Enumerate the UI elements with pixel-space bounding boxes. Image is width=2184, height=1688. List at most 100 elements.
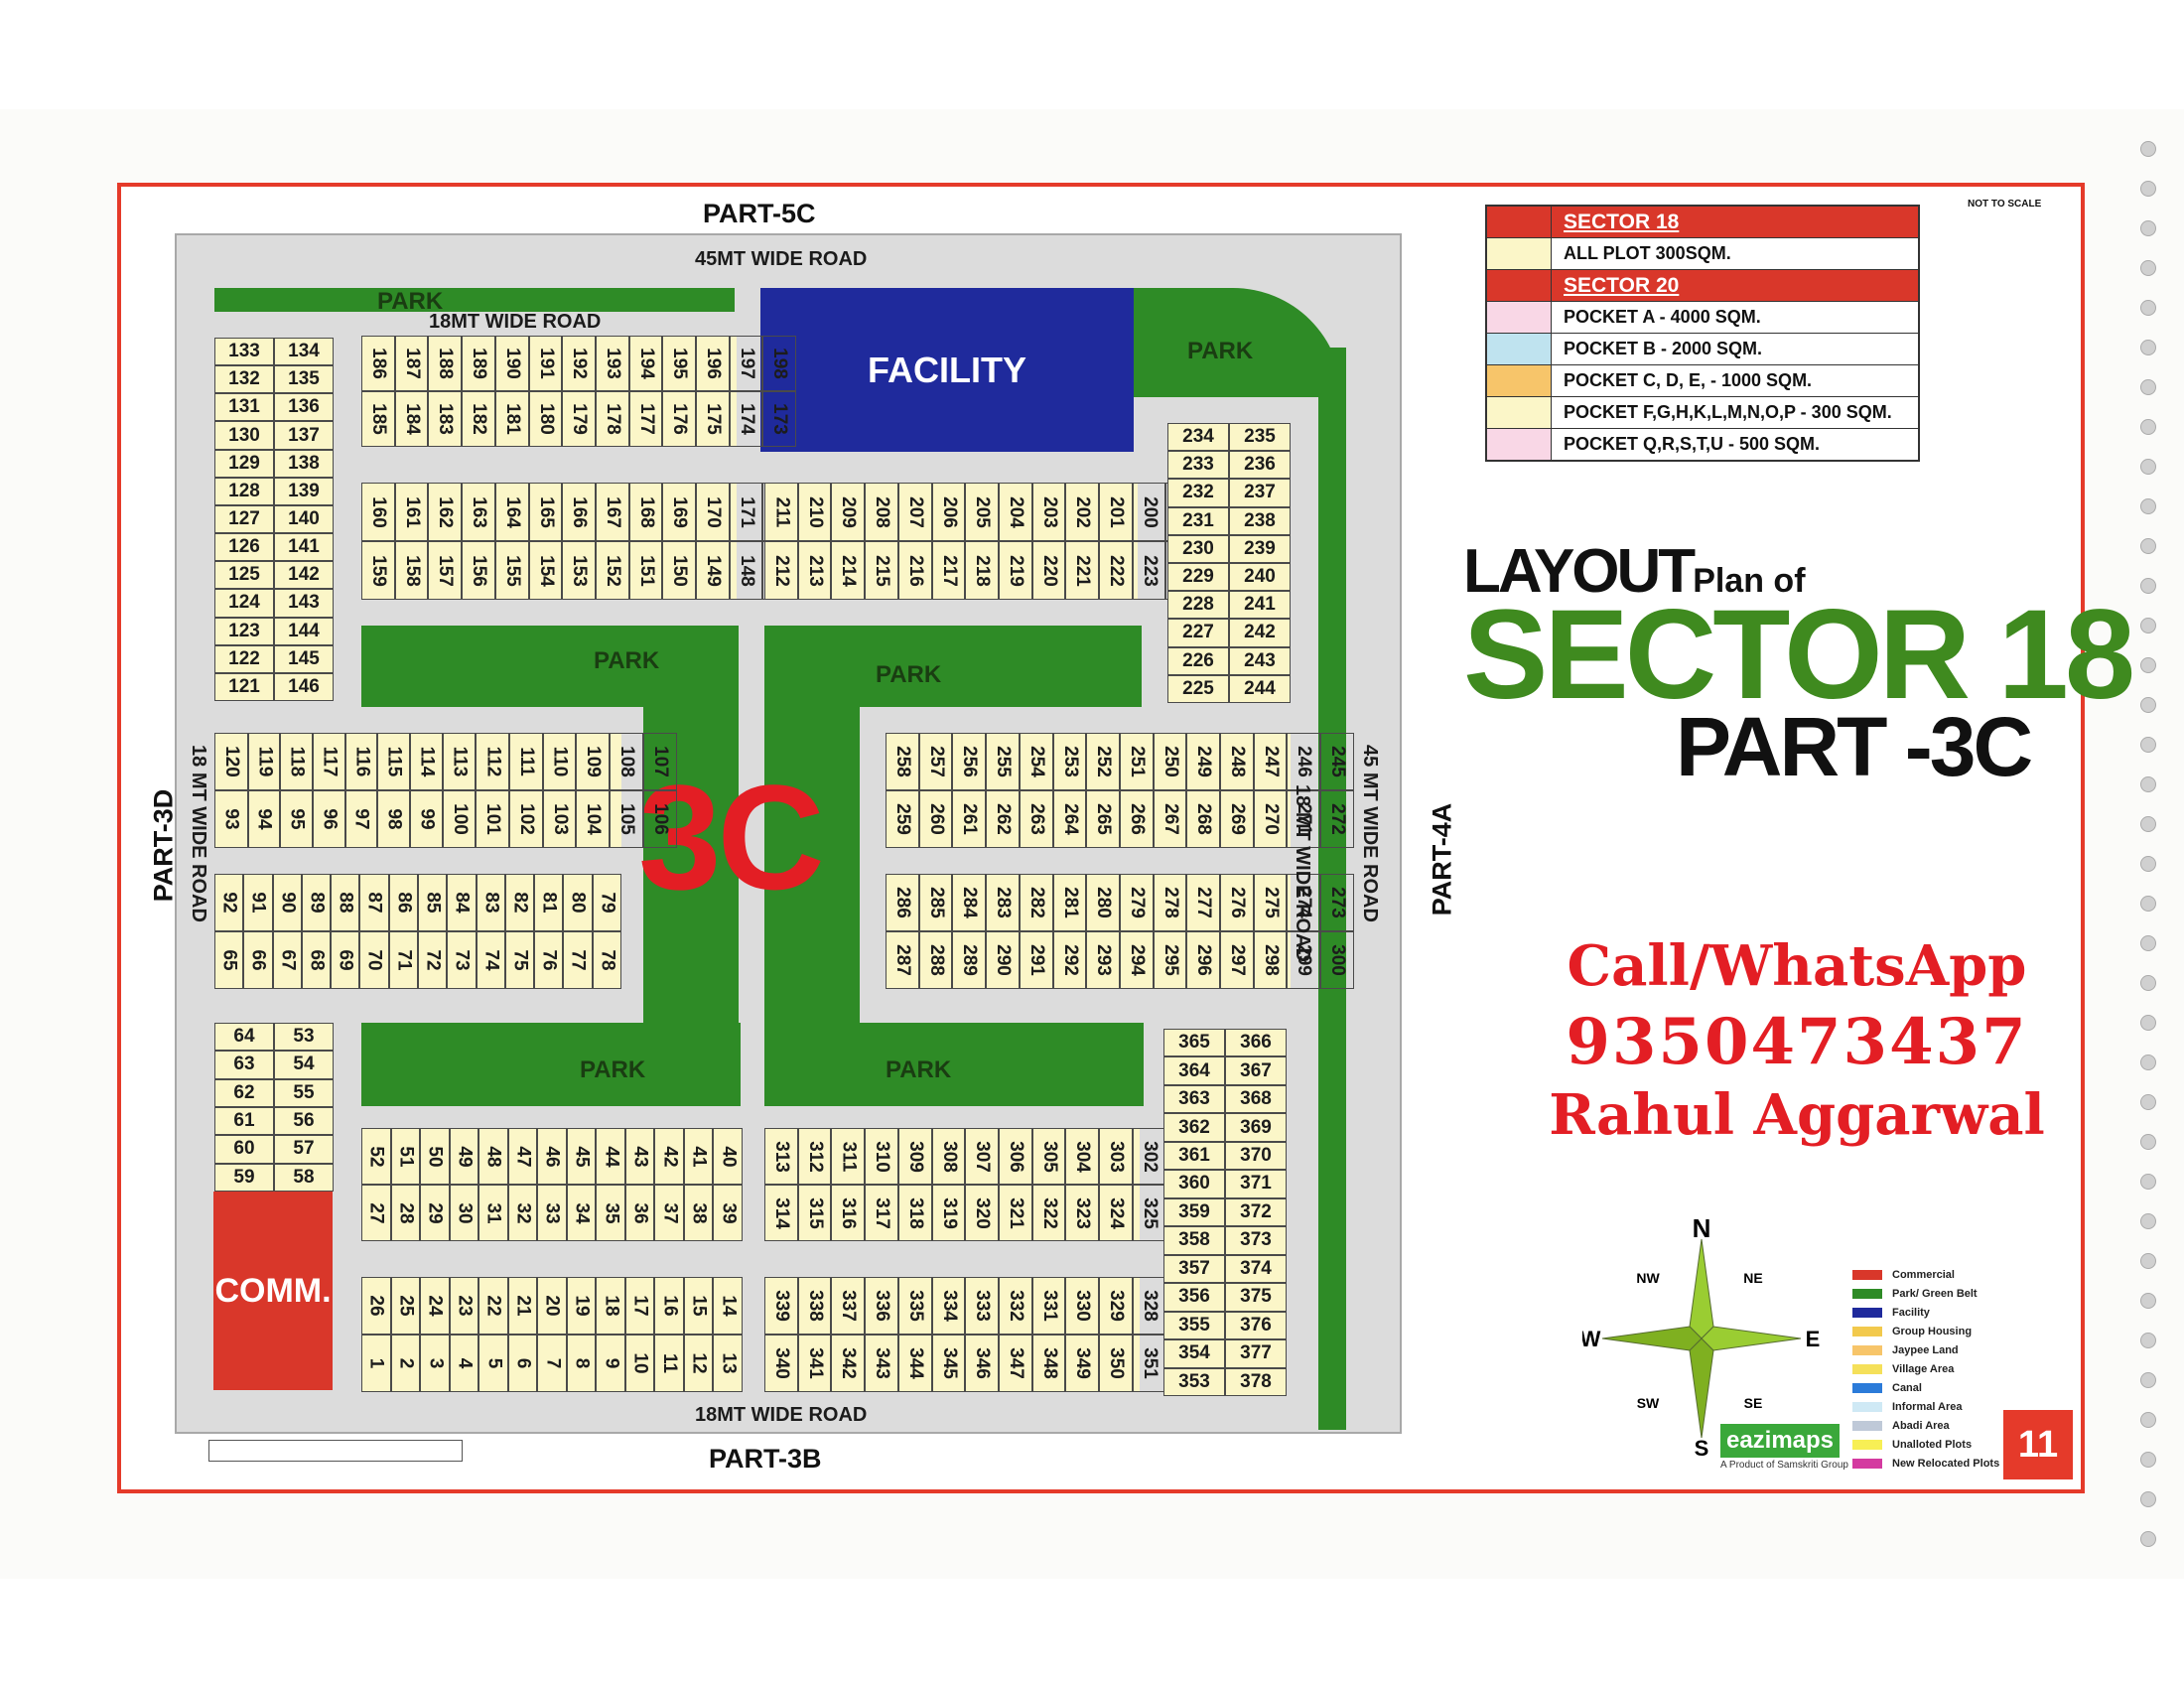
- plot-number: 320: [972, 1196, 994, 1229]
- plot-135: 135: [274, 365, 334, 394]
- park-label-top-right: PARK: [1187, 338, 1254, 364]
- page-number: 11: [2003, 1410, 2073, 1479]
- binder-ring: [2140, 538, 2156, 554]
- plot-243: 243: [1229, 646, 1291, 675]
- plot-number: 44: [601, 1145, 622, 1168]
- plot-number: 97: [350, 808, 372, 830]
- plot-number: 154: [535, 554, 557, 587]
- plot-number: 203: [1038, 495, 1060, 528]
- road-label-bottom: 18MT WIDE ROAD: [695, 1404, 868, 1426]
- plot-348: 348: [1031, 1335, 1066, 1392]
- plot-number: 322: [1038, 1196, 1060, 1229]
- plot-346: 346: [965, 1335, 999, 1392]
- plot-95: 95: [280, 790, 314, 848]
- plot-1: 1: [361, 1335, 391, 1392]
- plot-number: 346: [972, 1347, 994, 1379]
- road-label-right-outer: 45 MT WIDE ROAD: [1358, 745, 1381, 922]
- plot-175: 175: [696, 391, 730, 447]
- plot-number: 105: [616, 803, 638, 835]
- plot-109: 109: [576, 733, 611, 790]
- plot-268: 268: [1186, 790, 1221, 848]
- binder-ring: [2140, 578, 2156, 594]
- plot-number: 16: [659, 1295, 681, 1317]
- compass-needle-east: [1701, 1326, 1802, 1351]
- plot-220: 220: [1031, 541, 1066, 600]
- legend-row: POCKET B - 2000 SQM.: [1487, 334, 1918, 365]
- plot-35: 35: [596, 1185, 625, 1241]
- legend-text: POCKET F,G,H,K,L,M,N,O,P - 300 SQM.: [1564, 402, 1892, 422]
- map-legend-label: Facility: [1892, 1306, 1930, 1319]
- plot-number: 92: [218, 892, 240, 914]
- plot-213: 213: [797, 541, 832, 600]
- plot-188: 188: [428, 336, 463, 391]
- plot-66: 66: [243, 931, 273, 989]
- plot-112: 112: [476, 733, 510, 790]
- plot-number: 269: [1226, 803, 1248, 835]
- plot-133: 133: [214, 338, 274, 366]
- plot-number: 221: [1072, 554, 1094, 587]
- plot-347: 347: [998, 1335, 1032, 1392]
- plot-11: 11: [654, 1335, 684, 1392]
- binder-ring: [2140, 1253, 2156, 1269]
- plot-321: 321: [998, 1185, 1032, 1241]
- plot-number: 37: [659, 1201, 681, 1224]
- plot-178: 178: [595, 391, 629, 447]
- plot-208: 208: [865, 483, 898, 541]
- plot-184: 184: [394, 391, 429, 447]
- plot-155: 155: [494, 541, 529, 600]
- plot-number: 80: [568, 892, 590, 914]
- plot-number: 156: [468, 554, 489, 587]
- plot-148: 148: [729, 541, 763, 600]
- plot-number: 307: [972, 1140, 994, 1173]
- plot-number: 218: [972, 554, 994, 587]
- plot-117: 117: [313, 733, 345, 790]
- compass-ne: NE: [1743, 1270, 1762, 1286]
- plot-number: 290: [992, 944, 1014, 976]
- plot-number: 4: [454, 1357, 476, 1369]
- plot-239: 239: [1229, 534, 1291, 563]
- plot-225: 225: [1167, 674, 1229, 703]
- plot-356: 356: [1163, 1283, 1225, 1312]
- plot-240: 240: [1229, 562, 1291, 592]
- binder-ring: [2140, 498, 2156, 514]
- plot-217: 217: [931, 541, 966, 600]
- plot-number: 70: [364, 949, 386, 971]
- plot-4: 4: [449, 1335, 479, 1392]
- brand-subtitle: A Product of Samskriti Group: [1720, 1460, 1848, 1471]
- plot-20: 20: [537, 1277, 567, 1335]
- map-legend-swatch: [1852, 1420, 1882, 1431]
- plot-number: 171: [736, 495, 757, 528]
- plot-number: 343: [871, 1347, 892, 1379]
- plot-number: 187: [401, 348, 423, 379]
- plot-44: 44: [596, 1128, 625, 1185]
- plot-number: 3: [424, 1357, 446, 1369]
- binder-ring: [2140, 1293, 2156, 1309]
- plot-182: 182: [462, 391, 495, 447]
- legend-header-row: SECTOR 20: [1487, 270, 1918, 302]
- plot-246: 246: [1287, 733, 1321, 790]
- plot-number: 170: [702, 495, 724, 528]
- plot-180: 180: [528, 391, 563, 447]
- plot-237: 237: [1229, 479, 1291, 507]
- plot-200: 200: [1132, 483, 1166, 541]
- plot-number: 255: [992, 746, 1014, 777]
- plot-97: 97: [344, 790, 378, 848]
- plot-113: 113: [442, 733, 477, 790]
- plot-number: 164: [501, 495, 523, 528]
- plot-124: 124: [214, 589, 274, 618]
- plot-105: 105: [610, 790, 643, 848]
- plot-241: 241: [1229, 591, 1291, 620]
- plot-262: 262: [986, 790, 1020, 848]
- plot-number: 190: [501, 348, 523, 379]
- plot-233: 233: [1167, 451, 1229, 480]
- map-legend-swatch: [1852, 1382, 1882, 1393]
- plot-92: 92: [214, 874, 244, 931]
- plot-number: 285: [925, 887, 947, 918]
- plot-52: 52: [361, 1128, 391, 1185]
- plot-232: 232: [1167, 479, 1229, 507]
- compass-w: W: [1582, 1327, 1601, 1351]
- plot-number: 176: [669, 403, 691, 435]
- plot-365: 365: [1163, 1029, 1225, 1057]
- plot-68: 68: [301, 931, 332, 989]
